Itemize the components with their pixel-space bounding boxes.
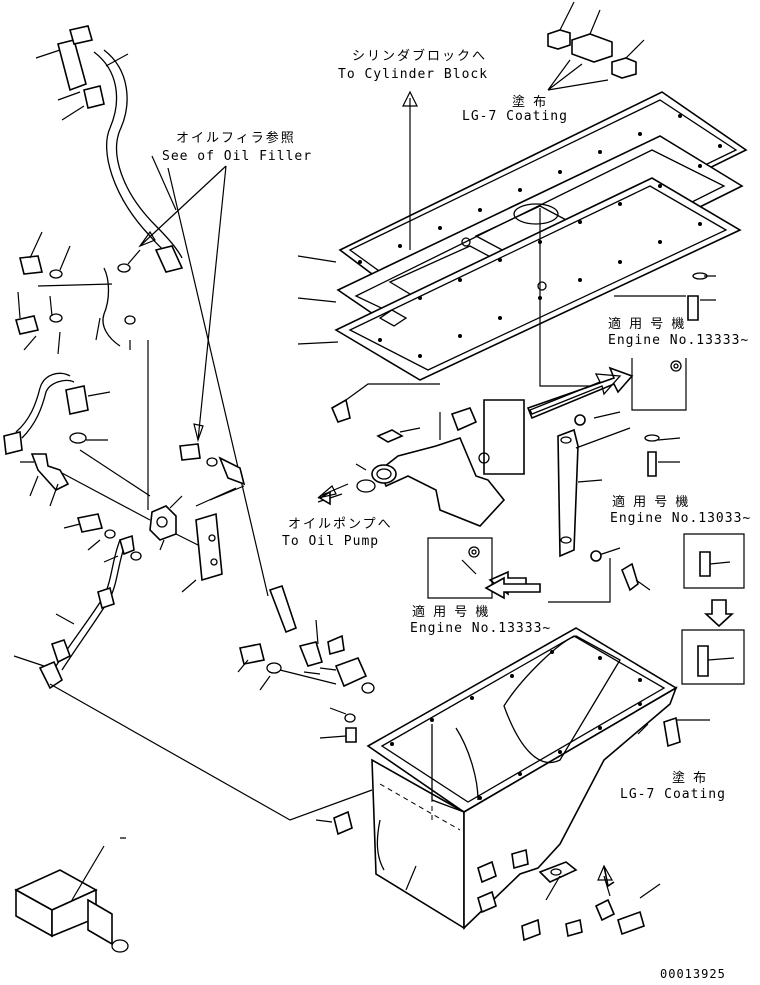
engine-no-13333-label-en: Engine No.13333~	[608, 333, 750, 348]
engine-no-13033-label-jp: 適 用 号 機	[612, 495, 691, 510]
to-cylinder-block-label-en: To Cylinder Block	[338, 67, 489, 82]
coating-bottom-label-en: LG-7 Coating	[620, 787, 726, 802]
oil-filler-callout	[138, 165, 227, 443]
drain-spout-tool	[14, 845, 129, 953]
see-oil-filler-label-en: See of Oil Filler	[162, 149, 313, 164]
to-oil-pump-label-jp: オイルポンプへ	[288, 517, 393, 532]
oil-pan	[315, 627, 710, 942]
flow-arrows	[120, 373, 622, 839]
coated-seal-blocks	[547, 1, 645, 91]
engine-no-13333-label-jp: 適 用 号 機	[608, 317, 687, 332]
coating-bottom-label-jp: 塗 布	[672, 771, 709, 786]
drain-valve-area	[237, 634, 375, 743]
breather-tee-fitting	[149, 443, 246, 593]
to-cylinder-block-label-jp: シリンダブロックへ	[352, 49, 488, 64]
oil-level-sensor	[3, 372, 151, 521]
oil-pump-suction-pipe	[317, 383, 525, 527]
coating-top-label-jp: 塗 布	[512, 95, 549, 110]
engine-no-13033-label-en: Engine No.13033~	[610, 511, 752, 526]
dipstick-tube-assembly	[35, 25, 323, 667]
engine-no-13333-lower-label-jp: 適 用 号 機	[412, 605, 491, 620]
engine-no-13333-lower-label-en: Engine No.13333~	[410, 621, 552, 636]
figure-number: 00013925	[660, 967, 726, 981]
cylinder-block-plate	[297, 90, 748, 387]
to-oil-pump-label-en: To Oil Pump	[282, 534, 380, 549]
left-small-hardware	[14, 231, 149, 510]
coating-top-label-en: LG-7 Coating	[462, 109, 568, 124]
see-oil-filler-label-jp: オイルフィラ参照	[176, 131, 296, 146]
drain-hose	[13, 513, 373, 821]
